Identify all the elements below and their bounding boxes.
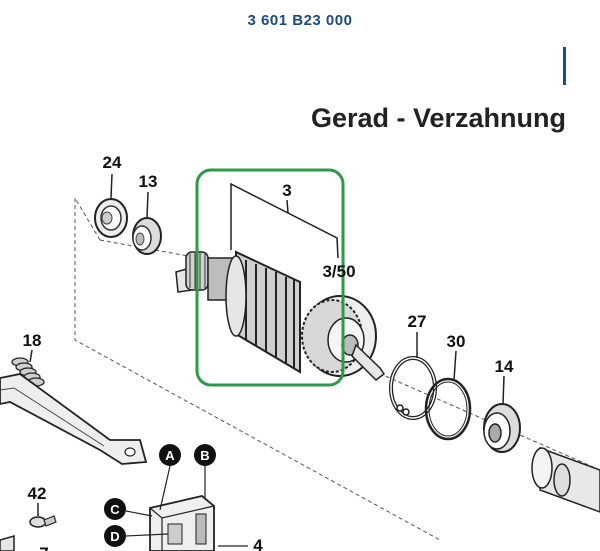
leader-13 [146, 191, 149, 219]
bracket-3 [230, 182, 339, 259]
callout-14: 14 [495, 357, 514, 376]
callout-24: 24 [103, 153, 122, 172]
svg-text:C: C [110, 502, 120, 517]
callout-30: 30 [447, 332, 466, 351]
callout-3: 3 [282, 181, 291, 200]
leader-14 [502, 375, 505, 405]
part-3-armature [175, 250, 386, 381]
part-24-bearing-ring [94, 198, 128, 238]
part-42-screw [29, 515, 57, 528]
document-number: 3 601 B23 000 [247, 12, 353, 29]
badge-b: B [194, 444, 216, 466]
part-7-partial [0, 535, 15, 551]
part-13-ball-bearing [132, 217, 162, 255]
badge-d: D [104, 525, 126, 547]
leader-24 [110, 173, 113, 199]
svg-text:A: A [165, 448, 175, 463]
part-14-ball-bearing [483, 403, 521, 453]
leader-30 [453, 350, 457, 381]
callout-27: 27 [408, 312, 427, 331]
badge-a: A [159, 444, 181, 466]
callout-18: 18 [23, 331, 42, 350]
leader-badge-d [125, 533, 169, 537]
callout-3-50: 3/50 [322, 262, 355, 281]
leader-3 [286, 199, 289, 214]
armature-highlight-frame [195, 168, 345, 387]
leader-18 [29, 349, 33, 363]
callout-4: 4 [253, 536, 263, 551]
leader-badge-a [159, 465, 171, 511]
callout-7: 7 [39, 544, 48, 551]
part-right-spindle-partial [531, 446, 600, 513]
part-27-circlip [389, 356, 437, 420]
callout-13: 13 [139, 172, 158, 191]
section-title: Gerad - Verzahnung [310, 103, 566, 133]
part-30-ring [424, 377, 472, 441]
callout-42: 42 [28, 484, 47, 503]
svg-text:B: B [200, 448, 209, 463]
switch-block [149, 495, 215, 551]
badge-c: C [104, 498, 126, 520]
leader-badge-c [125, 510, 153, 517]
svg-text:D: D [110, 529, 119, 544]
page-edge-marker [563, 47, 566, 85]
brush-holder-arm [0, 373, 148, 465]
